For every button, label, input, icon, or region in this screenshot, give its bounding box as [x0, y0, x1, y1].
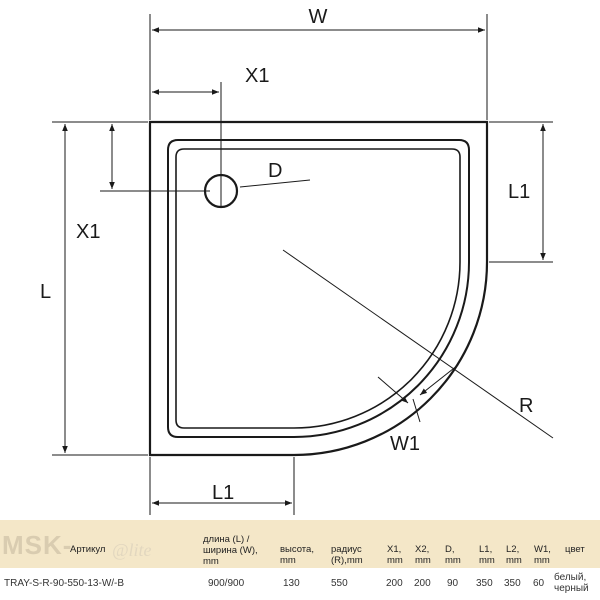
label-l1-bottom: L1 [212, 482, 234, 504]
specification-table: MSK- @lite Артикул длина (L) / ширина (W… [0, 512, 600, 600]
label-x1-top: X1 [245, 65, 269, 87]
value-l2: 350 [504, 578, 521, 589]
value-w1: 60 [533, 578, 545, 589]
table-header-row: MSK- @lite Артикул длина (L) / ширина (W… [0, 520, 600, 568]
header-height: высота, mm [280, 544, 314, 566]
value-x1: 200 [386, 578, 403, 589]
label-l: L [40, 281, 51, 303]
tray-outer-outline [148, 120, 489, 457]
tray-inner-basin [175, 148, 461, 429]
value-length-width: 900/900 [208, 578, 245, 589]
w1-arrow-inner [377, 376, 409, 404]
header-d: D, mm [445, 544, 461, 566]
value-color: белый, черный [554, 572, 589, 594]
radius-line [282, 249, 554, 439]
shower-tray-technical-drawing: W X1 D L1 X1 L R W1 L1 [40, 6, 554, 515]
value-d: 90 [447, 578, 459, 589]
header-length-width: длина (L) / ширина (W), mm [203, 534, 258, 567]
value-l1: 350 [476, 578, 493, 589]
header-x2: X2, mm [415, 544, 431, 566]
header-w1: W1, mm [534, 544, 551, 566]
value-article: TRAY-S-R-90-550-13-W/-B [4, 578, 125, 589]
tray-inner-rim [167, 139, 470, 438]
value-x2: 200 [414, 578, 431, 589]
header-article: Артикул [70, 544, 106, 555]
d-leader-line [239, 179, 311, 188]
label-w1: W1 [390, 433, 420, 455]
w1-arrow-outer [419, 364, 459, 396]
header-color: цвет [565, 544, 585, 555]
value-radius: 550 [331, 578, 348, 589]
w1-leader-line [412, 398, 421, 423]
header-l1: L1, mm [479, 544, 495, 566]
header-radius: радиус (R),mm [331, 544, 363, 566]
watermark-brand: MSK- [2, 530, 73, 560]
label-w: W [309, 6, 328, 28]
label-r: R [519, 395, 533, 417]
header-x1: X1, mm [387, 544, 403, 566]
label-l1-right: L1 [508, 181, 530, 203]
header-l2: L2, mm [506, 544, 522, 566]
label-x1-left: X1 [76, 221, 100, 243]
value-height: 130 [283, 578, 300, 589]
label-d: D [268, 160, 282, 182]
watermark-script: @lite [112, 540, 152, 560]
